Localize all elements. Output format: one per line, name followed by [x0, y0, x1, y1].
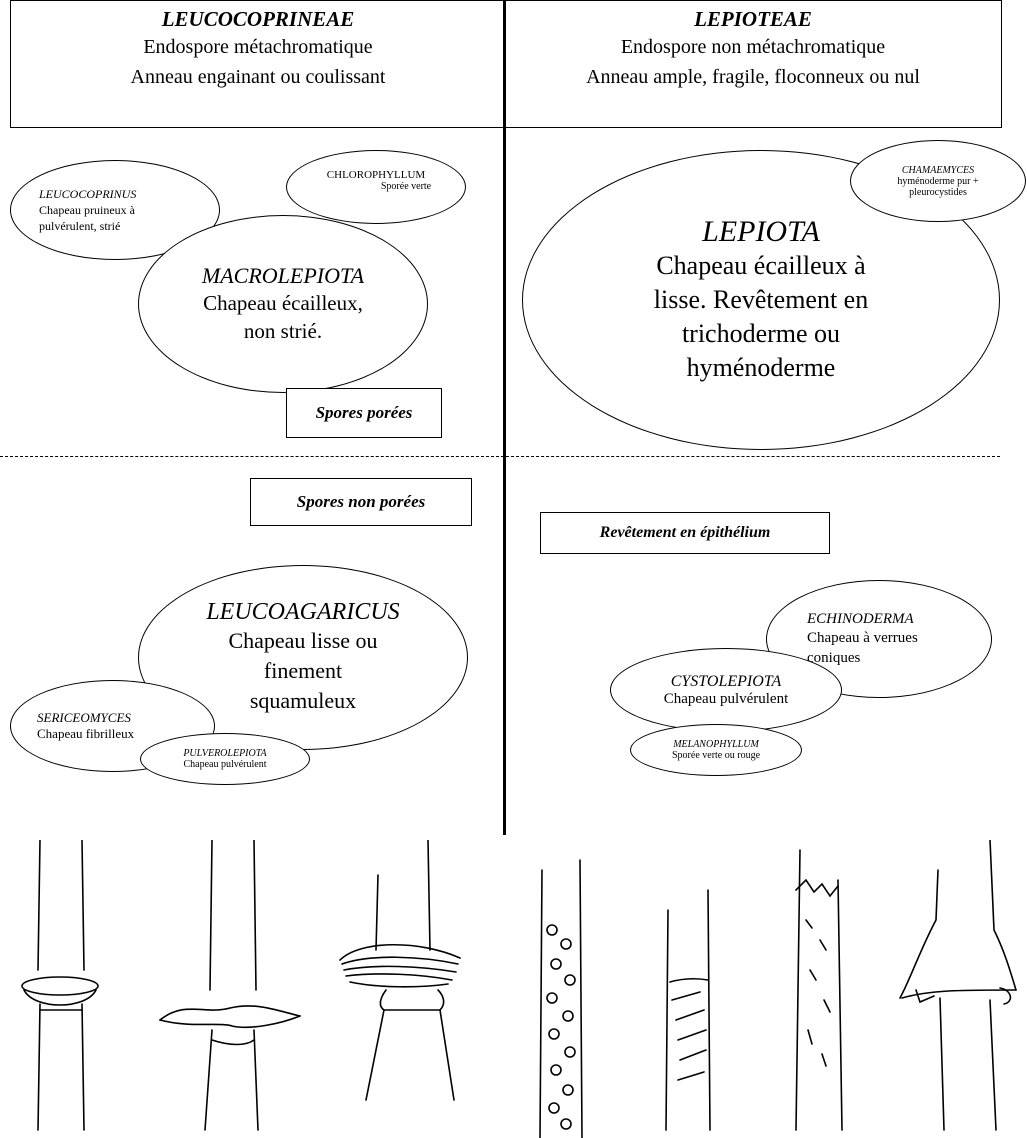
ellipse-cystolepiota: CYSTOLEPIOTA Chapeau pulvérulent [610, 648, 842, 732]
ellipse-melanophyllum: MELANOPHYLLUM Sporée verte ou rouge [630, 724, 802, 776]
stem-illustrations [21, 840, 1017, 1138]
right-header-line1: Endospore non métachromatique [620, 36, 886, 58]
left-header-line1: Endospore métachromatique [143, 36, 373, 58]
right-header-line2: Anneau ample, fragile, floconneux ou nul [586, 66, 920, 88]
stem-7-torn-ring [899, 840, 1017, 1131]
left-header-box: LEUCOCOPRINEAE Endospore métachromatique… [10, 0, 506, 128]
genus-desc: hyménoderme pur + pleurocystides [897, 175, 979, 198]
genus-desc: Chapeau lisse ou finement squamuleux [228, 628, 378, 713]
genus-name: CYSTOLEPIOTA [670, 672, 782, 690]
stem-5-zoned [665, 889, 711, 1131]
genus-name: LEUCOCOPRINUS [39, 186, 137, 201]
genus-name: CHLOROPHYLLUM [326, 168, 426, 181]
ellipse-chlorophyllum: CHLOROPHYLLUM Sporée verte [286, 150, 466, 224]
genus-name: PULVEROLEPIOTA [183, 748, 267, 759]
genus-name: LEPIOTA [702, 215, 820, 248]
genus-desc: Chapeau à verrues coniques [807, 629, 918, 666]
ellipse-chamaemyces: CHAMAEMYCES hyménoderme pur + pleurocyst… [850, 140, 1026, 222]
genus-desc: Chapeau fibrilleux [37, 726, 135, 741]
dashed-divider [0, 456, 1000, 457]
stem-4-pulverulent [539, 859, 583, 1138]
genus-name: MELANOPHYLLUM [673, 739, 759, 750]
genus-name: LEUCOAGARICUS [206, 599, 400, 625]
genus-desc: Chapeau pruineux à pulvérulent, strié [39, 202, 135, 233]
stem-6-fibrous [795, 849, 843, 1131]
vertical-divider [503, 0, 506, 835]
genus-desc: Sporée verte ou rouge [671, 750, 761, 761]
genus-name: SERICEOMYCES [37, 710, 131, 725]
left-header-title: LEUCOCOPRINEAE [161, 7, 355, 31]
stem-1-sheathing-ring [21, 840, 99, 1131]
stem-3-floccose-ring [339, 840, 461, 1101]
genus-name: MACROLEPIOTA [201, 263, 365, 288]
left-header-line2: Anneau engainant ou coulissant [130, 66, 386, 88]
genus-desc: Chapeau pulvérulent [183, 759, 267, 770]
ellipse-pulverolepiota: PULVEROLEPIOTA Chapeau pulvérulent [140, 733, 310, 785]
stem-2-sliding-ring [159, 840, 301, 1131]
label-spores-porees: Spores porées [286, 388, 442, 438]
genus-name: ECHINODERMA [807, 610, 914, 627]
label-revetement-epithelium: Revêtement en épithélium [540, 512, 830, 554]
right-header-box: LEPIOTEAE Endospore non métachromatique … [504, 0, 1002, 128]
right-header-title: LEPIOTEAE [694, 7, 812, 31]
ellipse-macrolepiota: MACROLEPIOTA Chapeau écailleux, non stri… [138, 215, 428, 393]
genus-name: CHAMAEMYCES [901, 164, 975, 176]
genus-desc: Chapeau écailleux, non strié. [203, 291, 363, 343]
genus-desc: Chapeau écailleux à lisse. Revêtement en… [653, 251, 869, 382]
label-spores-non-porees: Spores non porées [250, 478, 472, 526]
genus-desc: Chapeau pulvérulent [663, 690, 789, 707]
ellipse-leucocoprinus: LEUCOCOPRINUS Chapeau pruineux à pulvéru… [10, 160, 220, 260]
genus-desc: Sporée verte [380, 180, 432, 192]
